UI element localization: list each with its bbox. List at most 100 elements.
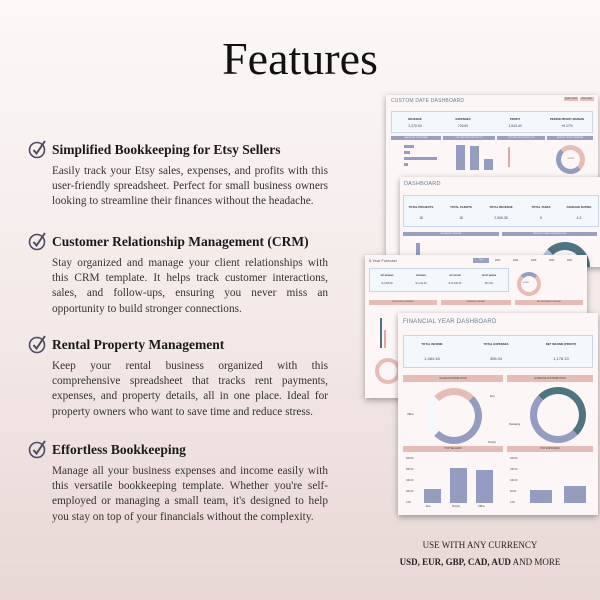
tab-2024[interactable]: 2024 — [513, 259, 519, 262]
start-date-label: START DATE — [564, 97, 578, 101]
panel-header: TOP SELLING PRODUCTS — [497, 136, 545, 140]
kpi-box: TOTAL INCOME 1,484.16 TOTAL EXPENSES 306… — [403, 335, 593, 368]
expense-donut-chart — [530, 387, 586, 443]
check-circle-icon — [28, 232, 46, 251]
tab-year[interactable]: Year — [473, 258, 489, 263]
panel-header: SALES BY PLATFORM — [391, 136, 441, 140]
kpi-value: 726.60 — [457, 124, 469, 128]
panel-header: TOP SELLING PRODUCTS — [443, 136, 495, 140]
kpi-value: 18 — [459, 216, 463, 220]
axis-tick: 0.00 — [406, 501, 411, 504]
card-title: FINANCIAL YEAR DASHBOARD — [403, 319, 497, 325]
kpi-label: REVENUE — [408, 117, 422, 121]
kpi-value: 2,270.00 — [408, 124, 422, 128]
bar — [380, 318, 382, 348]
panel-header: EXPENSE DISTRIBUTION — [507, 375, 593, 382]
kpi-box: TOTAL PROJECTS 18 TOTAL CLIENTS 18 TOTAL… — [403, 195, 599, 227]
donut-label: Packaging — [509, 423, 521, 426]
bar — [404, 157, 437, 160]
donut-label: Etsy — [490, 395, 495, 398]
feature-rental: Rental Property Management Keep your ren… — [28, 335, 328, 420]
axis-tick: 200.00 — [510, 457, 518, 460]
bar — [470, 146, 479, 170]
card-title: 5-Year Forecast — [369, 259, 397, 263]
axis-tick: 150.00 — [510, 468, 518, 471]
kpi-value: 1,484.16 — [424, 356, 440, 361]
tab-2023[interactable]: 2023 — [495, 259, 501, 262]
kpi-label: TOTAL PROJECTS — [408, 205, 434, 209]
bar-label: Etsy — [426, 505, 431, 508]
kpi-label: PERIOD PROFIT MARGIN — [550, 117, 584, 121]
feature-body: Easily track your Etsy sales, expenses, … — [52, 165, 328, 208]
kpi-value: 5 — [540, 216, 542, 220]
check-circle-icon — [28, 140, 46, 159]
kpi-value: $ 2,528.66 — [381, 282, 393, 285]
tab-2027[interactable]: 2027 — [567, 259, 573, 262]
kpi-label: PROFIT — [509, 117, 521, 121]
bar — [484, 159, 493, 170]
bar-offline — [476, 470, 493, 503]
kpi-box: NET REVENUE $ 2,528.66 EXPENSES $ 4,211.… — [369, 268, 509, 292]
check-circle-icon — [28, 335, 46, 354]
kpi-label: TOTAL TASKS — [531, 205, 551, 209]
kpi-value: 85.11% — [485, 282, 493, 285]
tab-2025[interactable]: 2025 — [531, 259, 537, 262]
bar — [564, 486, 586, 503]
bar — [404, 151, 410, 154]
kpi-label: NET INCOME (PROFIT) — [545, 342, 577, 346]
page-title: Features — [222, 33, 378, 84]
check-circle-icon — [28, 440, 46, 459]
donut-chart — [517, 272, 541, 296]
panel-header: TOP EXPENSES — [507, 446, 593, 452]
axis-tick: 0.00 — [510, 501, 515, 504]
kpi-label: TOTAL REVENUE — [489, 205, 513, 209]
kpi-value: 1,178.13 — [553, 356, 569, 361]
kpi-box: REVENUE 2,270.00 EXPENSES 726.60 PROFIT … — [391, 111, 593, 133]
feature-heading: Rental Property Management — [52, 337, 225, 352]
sales-donut-chart — [426, 388, 482, 444]
tab-2026[interactable]: 2026 — [549, 259, 555, 262]
kpi-label: NET REVENUE — [380, 275, 394, 277]
bar-label: Offline — [478, 505, 485, 508]
kpi-value: 1,543.40 — [508, 124, 522, 128]
feature-body: Keep your rental business organized with… — [52, 360, 328, 418]
currency-codes: USD, EUR, GBP, CAD, AUD — [399, 557, 511, 567]
card-title: DASHBOARD — [404, 181, 441, 187]
crm-dashboard-preview: DASHBOARD TOTAL PROJECTS 18 TOTAL CLIENT… — [400, 177, 600, 267]
kpi-value: $ 4,211.00 — [415, 282, 427, 285]
currency-list: USD, EUR, GBP, CAD, AUD AND MORE — [380, 557, 580, 567]
kpi-label: TOTAL INCOME — [421, 342, 443, 346]
feature-heading: Simplified Bookkeeping for Etsy Sellers — [52, 142, 281, 157]
kpi-value: 2,906.38 — [494, 216, 508, 220]
bar-label: Shopify — [452, 505, 460, 508]
feature-crm: Customer Relationship Management (CRM) S… — [28, 232, 328, 317]
feature-etsy-bookkeeping: Simplified Bookkeeping for Etsy Sellers … — [28, 140, 328, 210]
feature-bookkeeping: Effortless Bookkeeping Manage all your b… — [28, 440, 328, 525]
end-date-label: END DATE — [580, 97, 594, 101]
panel-header: REVENUE FORECAST — [441, 300, 511, 305]
donut-label: Offline — [407, 413, 414, 416]
kpi-label: PROFIT MARGIN — [481, 275, 497, 277]
axis-tick: 800.00 — [406, 457, 414, 460]
panel-header: TOP SELLERS — [403, 446, 503, 452]
bar — [530, 490, 552, 503]
panel-header: PRODUCT SALE DISTRIBUTION — [502, 232, 597, 236]
panel-header: NET INCOME FORECAST — [369, 300, 437, 305]
bar — [456, 145, 465, 170]
kpi-label: EXPENSES — [455, 117, 471, 121]
bar — [384, 330, 386, 348]
bar — [508, 147, 510, 167]
kpi-value: $ 22,408.45 — [448, 282, 462, 285]
axis-tick: 100.00 — [510, 479, 518, 482]
feature-heading: Customer Relationship Management (CRM) — [52, 234, 309, 249]
axis-tick: 50.00 — [510, 490, 516, 493]
bar-shopify — [450, 467, 467, 503]
bar-etsy — [424, 489, 441, 503]
axis-tick: 200.00 — [406, 490, 414, 493]
panel-header: SALES DISTRIBUTION — [403, 375, 503, 382]
donut-label: 0.74% — [523, 282, 529, 284]
donut-chart — [540, 242, 590, 267]
axis-tick: 400.00 — [406, 479, 414, 482]
kpi-value: 4.3 — [576, 216, 582, 220]
feature-body: Stay organized and manage your client re… — [52, 257, 328, 315]
